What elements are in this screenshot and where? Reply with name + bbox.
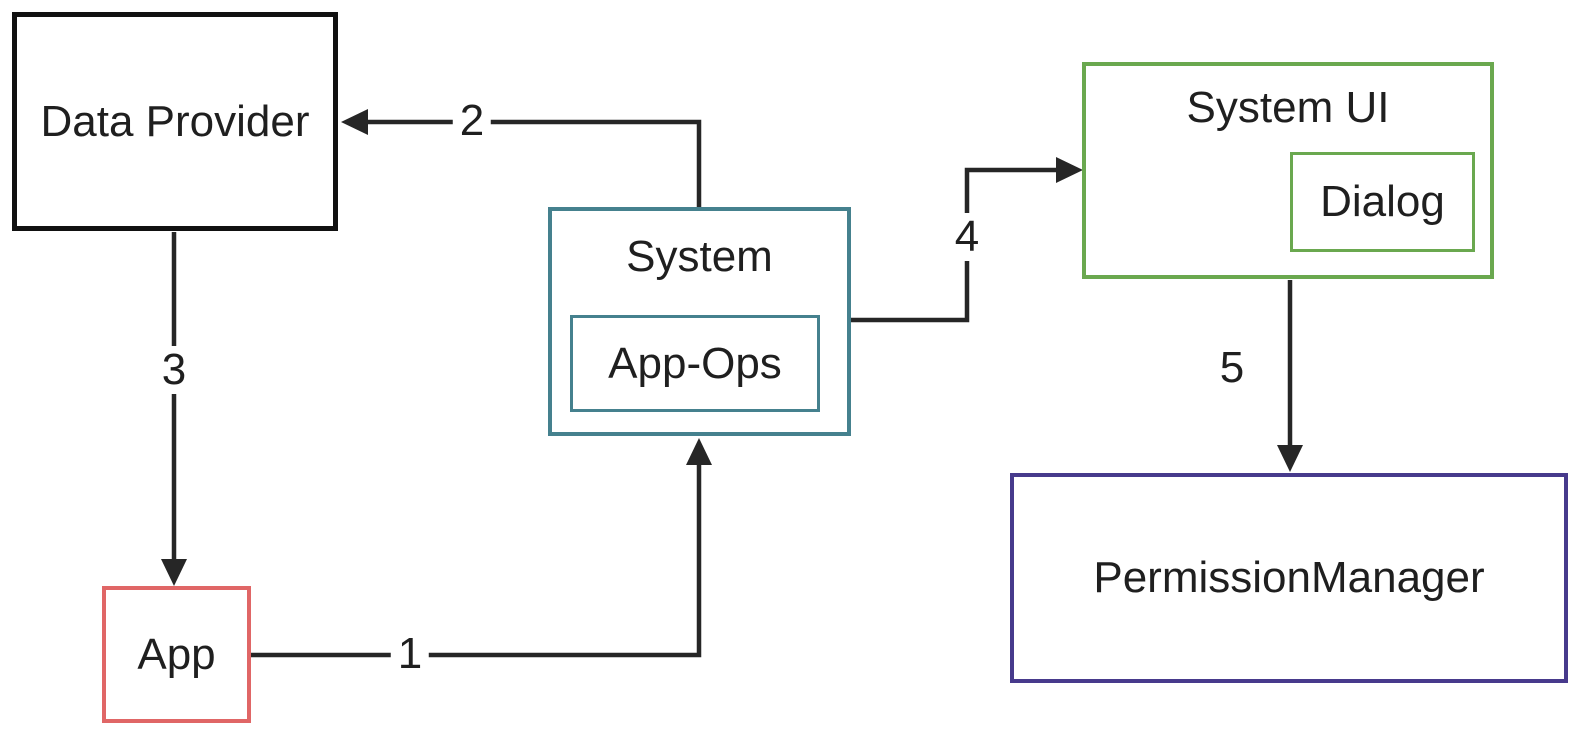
edge-label-3: 3 <box>154 346 194 394</box>
edge-3 <box>161 232 187 586</box>
node-app-ops-label: App-Ops <box>608 338 782 388</box>
node-system: System App-Ops <box>548 207 851 436</box>
edge-1 <box>250 438 712 658</box>
node-system-ui: System UI Dialog <box>1082 62 1494 279</box>
node-permission-manager: PermissionManager <box>1010 473 1568 683</box>
node-data-provider-label: Data Provider <box>40 96 310 146</box>
node-dialog-label: Dialog <box>1320 177 1445 226</box>
edge-2 <box>341 109 702 207</box>
edge-label-1: 1 <box>390 630 430 678</box>
node-dialog: Dialog <box>1290 152 1475 252</box>
node-system-ui-label: System UI <box>1186 83 1390 132</box>
edge-label-2: 2 <box>452 97 492 145</box>
node-data-provider: Data Provider <box>12 12 338 231</box>
node-permission-manager-label: PermissionManager <box>1093 553 1485 602</box>
edge-5 <box>1277 280 1303 472</box>
node-system-label: System <box>626 232 773 281</box>
node-app: App <box>102 586 251 723</box>
node-app-label: App <box>137 629 216 679</box>
node-app-ops: App-Ops <box>570 315 820 412</box>
edge-label-5: 5 <box>1212 344 1252 392</box>
edge-label-4: 4 <box>947 213 987 261</box>
